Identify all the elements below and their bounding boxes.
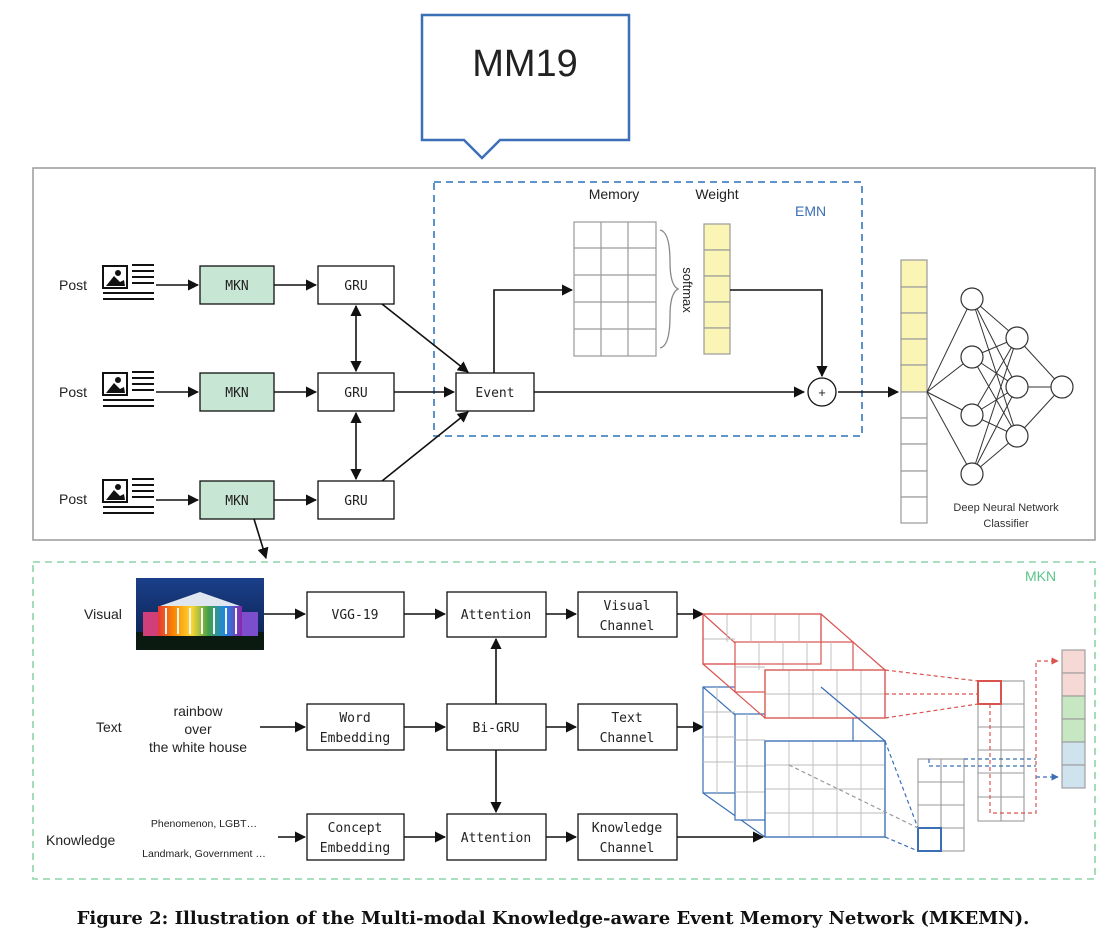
post-label: Post: [59, 491, 87, 507]
mkn-panel-label: MKN: [1025, 568, 1056, 584]
post-icon: [102, 371, 154, 407]
post-row-3: Post MKN GRU: [59, 478, 395, 520]
visual-label: Visual: [84, 606, 122, 622]
mkn-block: [199, 265, 275, 305]
emn-box: [433, 181, 863, 437]
neural-network: [926, 287, 1074, 486]
mkn-block-label: MKN: [225, 279, 248, 294]
concept-embedding-line1: Concept: [328, 821, 383, 836]
output-vector: [1061, 649, 1086, 789]
pool-column-blue: [917, 758, 965, 852]
attention-bottom-label: Attention: [461, 831, 531, 846]
event-label: Event: [475, 386, 514, 401]
gru-block: [317, 372, 395, 412]
sum-node: [807, 377, 837, 407]
bigru-label: Bi-GRU: [473, 721, 520, 736]
knowledge-label: Knowledge: [46, 832, 115, 848]
event-block: [455, 372, 535, 412]
mkn-arrows: [260, 608, 765, 843]
emn-label: EMN: [795, 203, 826, 219]
projection-lines: [788, 657, 1059, 852]
mkn-block-label: MKN: [225, 386, 248, 401]
header-label: MM19: [472, 43, 578, 85]
word-embedding-line2: Embedding: [320, 731, 390, 746]
knowledge-input-line2: Landmark, Government …: [142, 848, 266, 860]
vgg-label: VGG-19: [332, 608, 379, 623]
weight-label: Weight: [695, 186, 738, 202]
top-panel: [32, 167, 1096, 541]
classifier-label-line2: Classifier: [983, 518, 1029, 530]
mkn-block-label: MKN: [225, 494, 248, 509]
top-arrows: [156, 279, 900, 560]
gru-block-label: GRU: [344, 279, 367, 294]
post-icon: [102, 264, 154, 300]
text-channel-line1: Text: [611, 711, 642, 726]
header-callout: MM19: [420, 13, 631, 160]
post-icon: [102, 478, 154, 514]
gru-block: [317, 480, 395, 520]
text-channel-line2: Channel: [600, 731, 655, 746]
sum-node-label: +: [818, 385, 826, 400]
mkn-panel: [32, 561, 1096, 880]
memory-brace: [659, 229, 680, 349]
white-house-image: [136, 578, 264, 650]
conv-stack: [702, 613, 886, 838]
softmax-label: softmax: [680, 267, 695, 313]
post-label: Post: [59, 384, 87, 400]
feature-column: [900, 259, 928, 524]
mkn-blocks: [306, 591, 678, 861]
gru-block-label: GRU: [344, 494, 367, 509]
post-row-1: Post MKN GRU: [59, 264, 395, 305]
visual-channel-line2: Channel: [600, 619, 655, 634]
knowledge-input-line1: Phenomenon, LGBT…: [151, 818, 257, 830]
text-input-line2: over: [184, 721, 212, 737]
mkn-block: [199, 372, 275, 412]
post-row-2: Post MKN GRU: [59, 371, 395, 412]
knowledge-channel-line2: Channel: [600, 841, 655, 856]
word-embedding-line1: Word: [339, 711, 370, 726]
figure-caption: Figure 2: Illustration of the Multi-moda…: [76, 908, 1030, 929]
knowledge-channel-line1: Knowledge: [592, 821, 663, 836]
mkn-block: [199, 480, 275, 520]
memory-grid: [573, 221, 657, 357]
gru-block: [317, 265, 395, 305]
concept-embedding-line2: Embedding: [320, 841, 390, 856]
classifier-label-line1: Deep Neural Network: [953, 502, 1059, 514]
text-input-line3: the white house: [149, 739, 247, 755]
weight-column: [703, 223, 731, 355]
text-input-line1: rainbow: [173, 703, 223, 719]
pool-column-red: [977, 680, 1025, 822]
text-label: Text: [96, 719, 122, 735]
visual-channel-line1: Visual: [604, 599, 651, 614]
gru-block-label: GRU: [344, 386, 367, 401]
memory-label: Memory: [589, 186, 640, 202]
attention-top-label: Attention: [461, 608, 531, 623]
post-label: Post: [59, 277, 87, 293]
